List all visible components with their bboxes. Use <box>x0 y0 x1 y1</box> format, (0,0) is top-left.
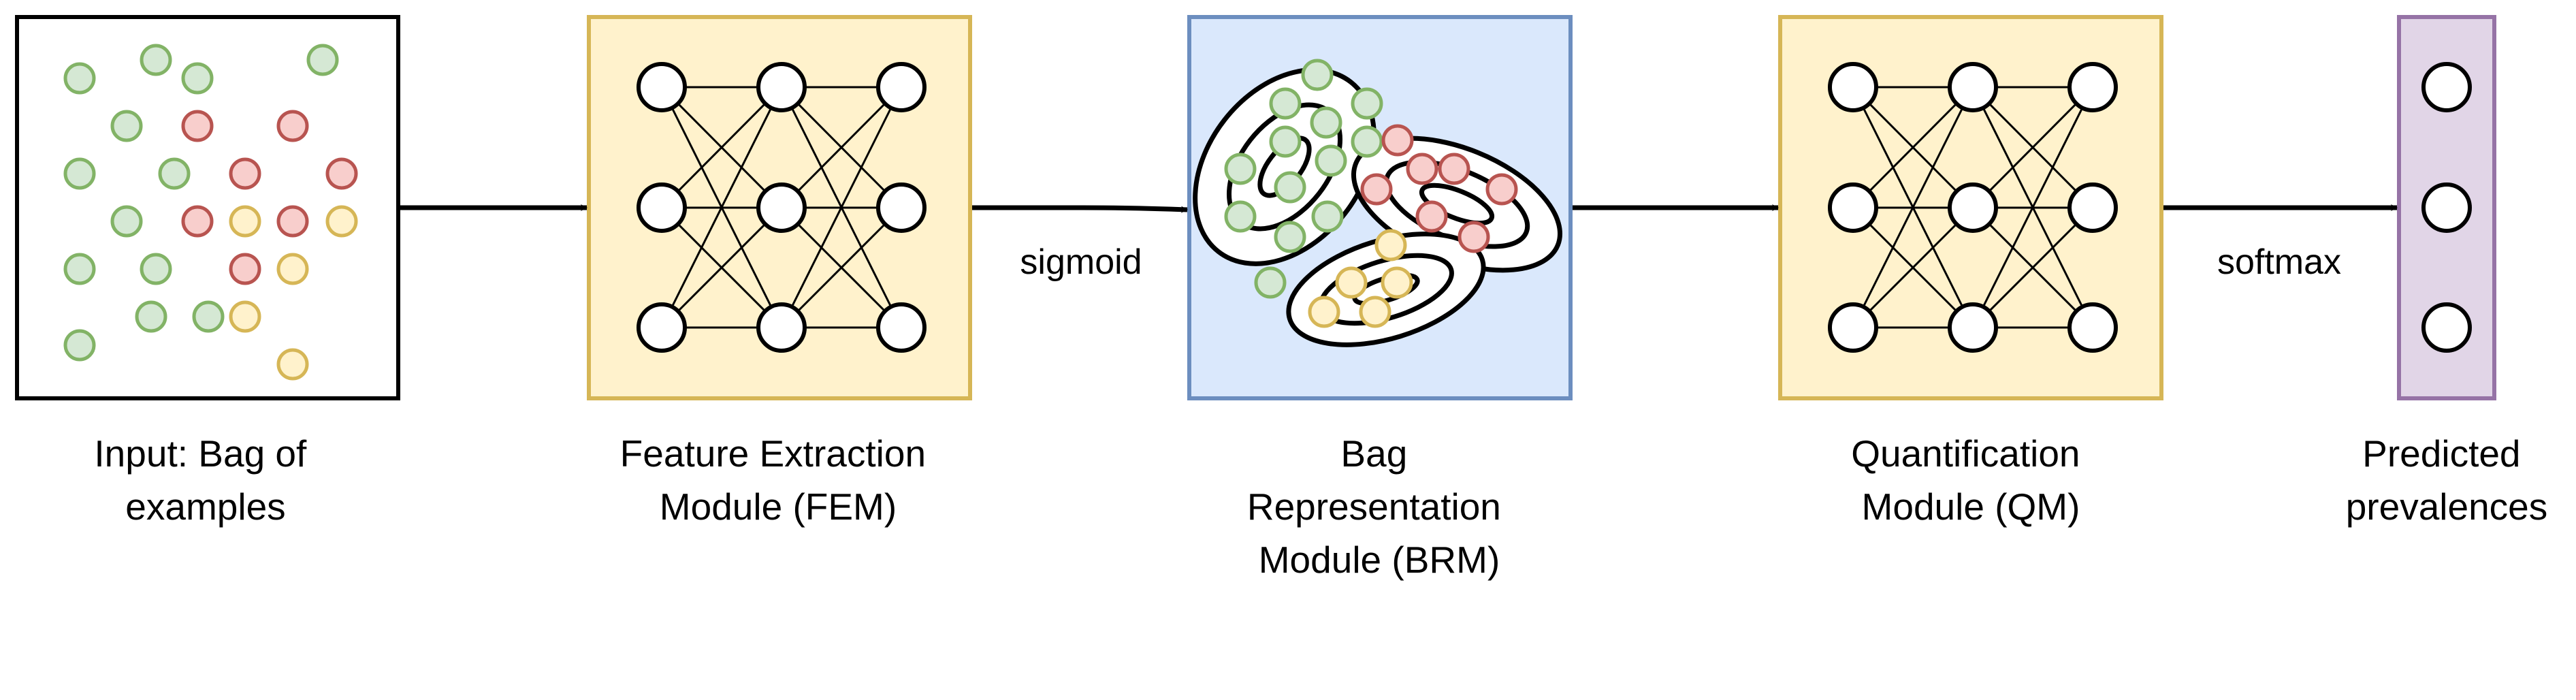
fem-label-line-2: Module (FEM) <box>660 486 897 528</box>
brm-label: Bag Representation Module (BRM) <box>1247 432 1511 581</box>
brm-label-line-1: Bag <box>1340 432 1407 475</box>
gaussian-clusters-icon <box>1193 59 1562 347</box>
output-label-line-1: Predicted <box>2362 432 2520 475</box>
fem-label-line-1: Feature Extraction <box>620 432 926 475</box>
qm-label-line-1: Quantification <box>1851 432 2080 475</box>
input-label-line-2: examples <box>125 486 285 528</box>
input-label: Input: Bag of examples <box>94 432 317 528</box>
neural-network-icon <box>637 62 927 353</box>
scatter-of-colored-examples-icon <box>63 44 358 381</box>
edge-label-softmax: softmax <box>2217 242 2341 282</box>
output-vector-icon <box>2421 62 2472 353</box>
brm-label-line-2: Representation <box>1247 486 1501 528</box>
arrow-fem-to-brm <box>972 205 1188 213</box>
output-label: Predicted prevalences <box>2346 432 2548 528</box>
edge-label-sigmoid: sigmoid <box>1020 242 1142 282</box>
brm-label-line-3: Module (BRM) <box>1259 539 1500 581</box>
output-label-line-2: prevalences <box>2346 486 2548 528</box>
input-label-line-1: Input: Bag of <box>94 432 307 475</box>
qm-label: Quantification Module (QM) <box>1851 432 2091 528</box>
neural-network-icon <box>1828 62 2118 353</box>
qm-label-line-2: Module (QM) <box>1862 486 2080 528</box>
fem-label: Feature Extraction Module (FEM) <box>620 432 937 528</box>
